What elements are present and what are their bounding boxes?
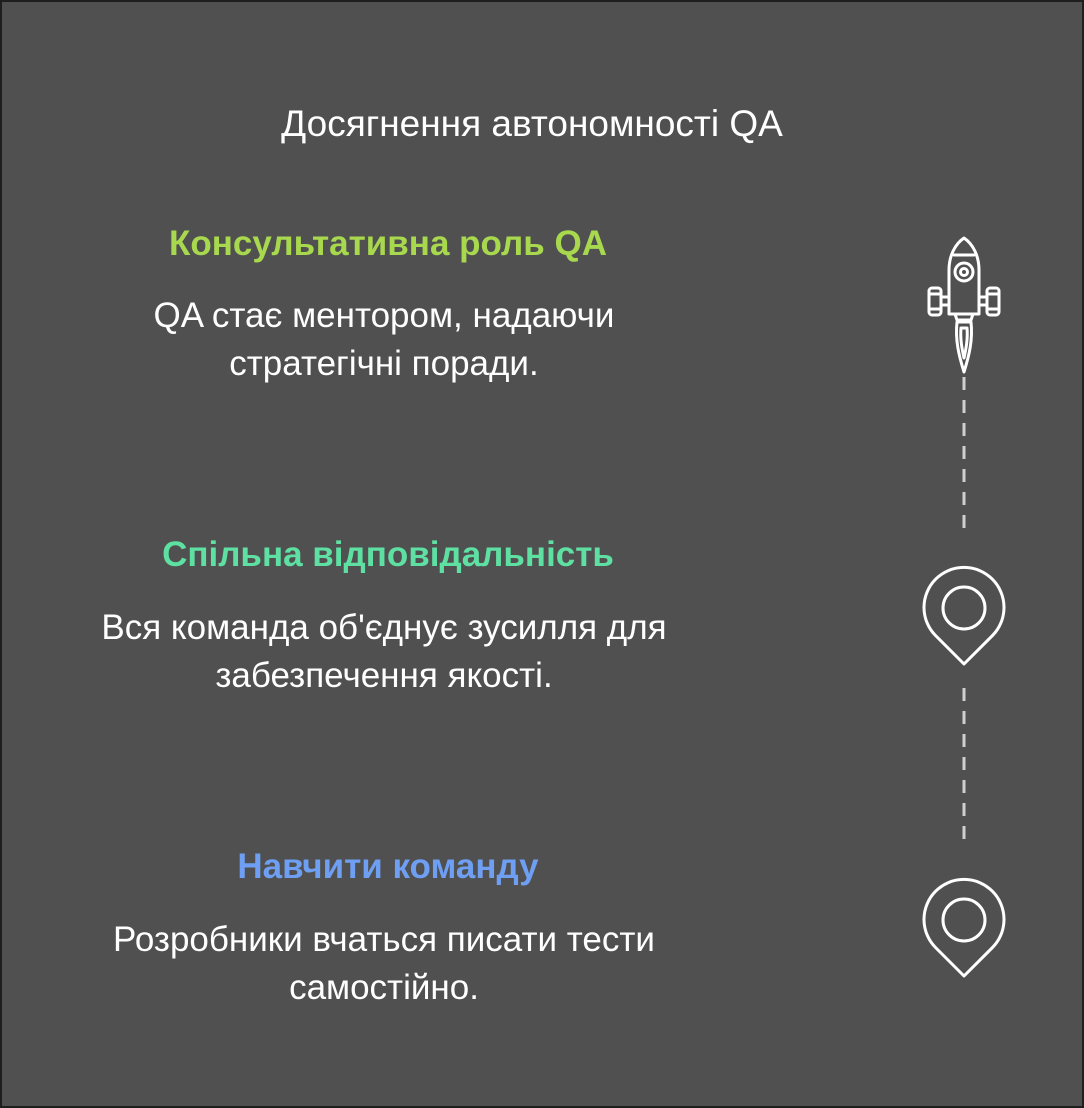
diagram-title: Досягнення автономності QA (281, 103, 783, 144)
step-3-description-line-2: самостійно. (289, 968, 479, 1007)
step-1-heading: Консультативна роль QA (169, 224, 607, 263)
step-1-description-line-1: QA стає ментором, надаючи (153, 296, 615, 335)
step-2-heading: Спільна відповідальність (162, 535, 614, 574)
step-2-description-line-2: забезпечення якості. (215, 656, 553, 695)
rocket-icon (927, 236, 1001, 374)
step-1-description-line-2: стратегічні поради. (229, 344, 539, 383)
location-pin-icon (922, 877, 1006, 978)
step-3-description: Розробники вчаться писати тести самостій… (42, 916, 726, 1012)
location-pin-icon (922, 565, 1006, 666)
dashed-connector-1 (962, 377, 966, 533)
step-3-description-line-1: Розробники вчаться писати тести (113, 920, 655, 959)
step-3-heading: Навчити команду (237, 847, 539, 886)
step-1-description: QA стає ментором, надаючи стратегічні по… (42, 292, 726, 388)
step-2-description-line-1: Вся команда об'єднує зусилля для (101, 608, 667, 647)
step-2-description: Вся команда об'єднує зусилля для забезпе… (42, 604, 726, 700)
dashed-connector-2 (962, 688, 966, 844)
